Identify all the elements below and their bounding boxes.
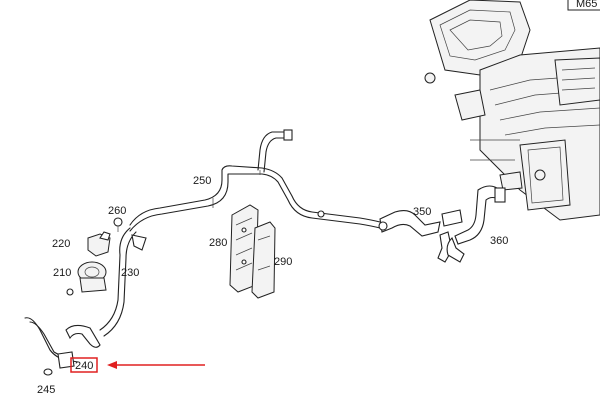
- red-arrow: [107, 361, 205, 369]
- hose-360-illustration: [446, 185, 506, 263]
- pump-210-illustration: [66, 261, 107, 296]
- label-220: 220: [52, 238, 70, 250]
- sensor-220-illustration: [87, 231, 111, 257]
- corner-tag: M65: [567, 0, 600, 11]
- label-350: 350: [413, 206, 431, 218]
- label-250: 250: [193, 175, 211, 187]
- label-260: 260: [108, 205, 126, 217]
- coolant-line-250: [129, 129, 381, 232]
- label-210: 210: [53, 267, 71, 279]
- label-245: 245: [37, 384, 55, 396]
- hvac-housing-illustration: [424, 0, 600, 221]
- label-290: 290: [274, 256, 292, 268]
- cover-290-illustration: [251, 221, 276, 299]
- highlight-box-240: [70, 357, 98, 373]
- hose-240-illustration: [24, 317, 101, 376]
- bolt-260-illustration: [113, 217, 123, 232]
- hose-230-illustration: [99, 227, 147, 337]
- label-230: 230: [121, 267, 139, 279]
- label-240: 240: [75, 360, 93, 372]
- label-280: 280: [209, 237, 227, 249]
- label-360: 360: [490, 235, 508, 247]
- hose-350-illustration: [378, 209, 463, 263]
- corner-tag-text: M65: [576, 0, 597, 10]
